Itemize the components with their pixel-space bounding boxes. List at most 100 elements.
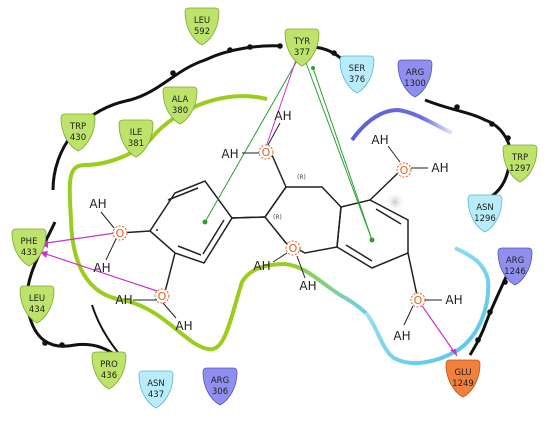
residue-number: 437	[148, 390, 164, 400]
residue-name: ALA	[172, 95, 189, 105]
pyran-ring	[231, 186, 342, 254]
residue-number: 1249	[452, 379, 474, 389]
ah-label: AH	[371, 133, 388, 147]
residue-name: ARG	[506, 256, 524, 266]
residue-glyph	[397, 59, 433, 98]
hbond-arrow-phe-2	[40, 251, 48, 258]
hbond-arrow-glu	[450, 349, 457, 356]
stereo-labels: (R) (R)	[273, 174, 306, 221]
hbond-line-tyr	[264, 56, 298, 151]
residue-name: ARG	[406, 68, 424, 78]
residue-glyph	[11, 228, 47, 267]
residue-glyph	[445, 359, 481, 398]
residue-glyph	[91, 351, 127, 390]
residue-number: 1296	[474, 214, 496, 224]
oxygen-atom: O	[410, 292, 426, 308]
ah-label-texts: AH AH AH AH AH AH AH AH AH AH AH AH	[89, 109, 462, 343]
ah-label: AH	[93, 261, 110, 275]
residue-number: 433	[21, 248, 37, 258]
stereo-label: (R)	[297, 174, 306, 181]
residue-glyph	[284, 28, 320, 67]
pocket-contour-cyan	[364, 246, 491, 366]
backbone-segment-right	[424, 98, 512, 207]
svg-text:O: O	[116, 227, 125, 240]
residue-glyph	[184, 7, 220, 46]
residue-name: TRP	[69, 122, 86, 132]
oxygen-atom: O	[285, 240, 301, 256]
svg-text:O: O	[414, 294, 423, 307]
ah-label: AH	[274, 109, 291, 123]
pocket-contour-green	[67, 94, 286, 352]
pi-stack-line-1	[204, 51, 303, 223]
residue-name: ASN	[476, 203, 494, 213]
residue-number: 430	[70, 133, 86, 143]
ah-labels	[100, 122, 442, 326]
ah-label: AH	[89, 197, 106, 211]
residue-number: 381	[128, 139, 144, 149]
backbone-dots	[25, 43, 511, 348]
residue-glyph	[502, 144, 538, 183]
backbone-segment-left	[25, 221, 123, 362]
residue-name: GLU	[454, 368, 471, 378]
pi-stack-line-3	[312, 67, 373, 241]
residue-number: 380	[172, 106, 188, 116]
residue-name: ASN	[147, 379, 165, 389]
residue-number: 377	[294, 48, 310, 58]
residue-glyph	[118, 119, 154, 158]
residue-glyph	[162, 86, 198, 125]
pocket-contour-green-right	[284, 262, 368, 315]
ah-label: AH	[253, 259, 270, 273]
oxygen-atom: O	[112, 225, 128, 241]
residue-number: 434	[29, 305, 45, 315]
residue-number: 376	[349, 75, 365, 85]
stereo-label: (R)	[273, 214, 282, 221]
oxygen-atoms: O O O O O O	[112, 144, 426, 308]
residue-number: 1300	[404, 79, 426, 89]
oxygen-atom: O	[258, 144, 274, 160]
ah-label: AH	[445, 293, 462, 307]
residue-glyph	[339, 55, 375, 94]
residue-name: LEU	[29, 294, 45, 304]
residue-glyph	[60, 113, 96, 152]
ah-label: AH	[115, 293, 132, 307]
ah-label: AH	[299, 279, 316, 293]
ah-label: AH	[393, 329, 410, 343]
residue-glyph	[467, 194, 503, 233]
ligand-skeleton	[119, 154, 419, 301]
pocket-contour-blue	[350, 107, 453, 142]
residue-name: TRP	[511, 153, 528, 163]
svg-text:O: O	[158, 290, 167, 303]
residue-number: 1246	[504, 267, 526, 277]
residue-number: 436	[101, 371, 117, 381]
pi-centroid-tyr	[311, 66, 315, 70]
hbond-line-glu	[417, 299, 458, 357]
oxygen-atom: O	[154, 288, 170, 304]
residue-glyph	[138, 370, 174, 409]
pi-centroid-left	[202, 219, 208, 225]
ah-label: AH	[431, 161, 448, 175]
residue-name: PHE	[21, 237, 38, 247]
ah-label: AH	[221, 147, 238, 161]
residue-number: 592	[194, 27, 210, 37]
pi-centroid-right	[369, 237, 375, 243]
residue-name: PRO	[100, 360, 118, 370]
oxygen-atom: O	[396, 162, 412, 178]
pi-stack-line-2	[301, 51, 373, 241]
residue-number: 306	[212, 387, 228, 397]
hbond-line-phe-2	[39, 251, 161, 293]
